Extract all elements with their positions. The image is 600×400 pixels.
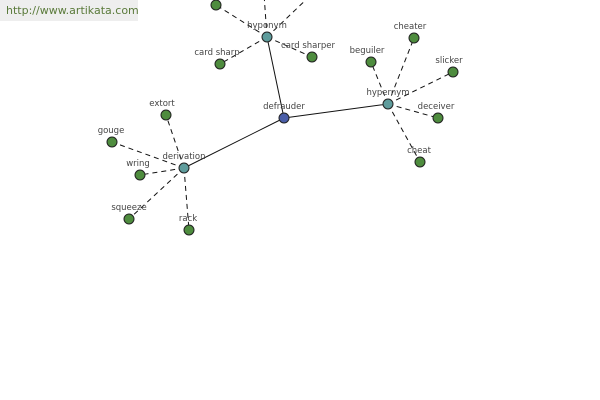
leaf-label-l3[interactable]: card sharper: [281, 41, 335, 51]
site-url-banner[interactable]: http://www.artikata.com: [0, 0, 139, 21]
leaf-node-l7[interactable]: [432, 112, 444, 124]
root-label[interactable]: defrauder: [263, 102, 305, 112]
leaf-node-l3[interactable]: [306, 51, 318, 63]
leaf-label-l11[interactable]: wring: [126, 159, 150, 169]
relation-label-der[interactable]: derivation: [162, 152, 205, 162]
leaf-node-l6[interactable]: [447, 66, 459, 78]
graph-edges: [111, 0, 454, 231]
leaf-node-l2[interactable]: [214, 58, 226, 70]
edge-hyp1: [266, 36, 285, 119]
leaf-node-l13[interactable]: [183, 224, 195, 236]
leaf-label-l9[interactable]: extort: [149, 99, 175, 109]
edge-hyp2: [283, 103, 389, 119]
graph-labels: defrauder hyponym hypernym derivation card s…: [98, 21, 463, 224]
edge-stub-0: [263, 0, 268, 38]
leaf-node-l9[interactable]: [160, 109, 172, 121]
edge-l6: [387, 71, 454, 105]
edge-l5: [387, 37, 415, 105]
relation-label-hyp1[interactable]: hyponym: [247, 21, 287, 31]
leaf-node-l11[interactable]: [134, 169, 146, 181]
leaf-node-l10[interactable]: [106, 136, 118, 148]
leaf-label-l6[interactable]: slicker: [435, 56, 463, 66]
edge-stub-1: [266, 0, 307, 38]
relation-node-der[interactable]: [178, 162, 190, 174]
edge-l11: [139, 167, 185, 176]
edge-l2: [219, 36, 268, 65]
leaf-label-l8[interactable]: cheat: [407, 146, 431, 156]
leaf-node-l1[interactable]: [210, 0, 222, 11]
leaf-label-l10[interactable]: gouge: [98, 126, 125, 136]
leaf-node-l12[interactable]: [123, 213, 135, 225]
leaf-node-l4[interactable]: [365, 56, 377, 68]
leaf-label-l7[interactable]: deceiver: [418, 102, 455, 112]
edge-l8: [387, 103, 421, 163]
leaf-node-l5[interactable]: [408, 32, 420, 44]
edge-l12: [128, 167, 185, 220]
leaf-label-l5[interactable]: cheater: [394, 22, 427, 32]
edge-l13: [183, 167, 190, 231]
relation-node-hyp1[interactable]: [261, 31, 273, 43]
relation-node-hyp2[interactable]: [382, 98, 394, 110]
leaf-label-l12[interactable]: squeeze: [111, 203, 146, 213]
graph-nodes: [106, 0, 459, 236]
edge-l4: [370, 61, 389, 105]
leaf-label-l13[interactable]: rack: [179, 214, 197, 224]
leaf-node-l8[interactable]: [414, 156, 426, 168]
edge-l1: [215, 4, 268, 38]
leaf-label-l4[interactable]: beguiler: [350, 46, 385, 56]
edge-l9: [165, 114, 185, 169]
root-node[interactable]: [278, 112, 290, 124]
relation-label-hyp2[interactable]: hypernym: [366, 88, 409, 98]
leaf-label-l2[interactable]: card sharp: [194, 48, 239, 58]
edge-l10: [111, 141, 185, 169]
edge-der: [183, 117, 285, 169]
